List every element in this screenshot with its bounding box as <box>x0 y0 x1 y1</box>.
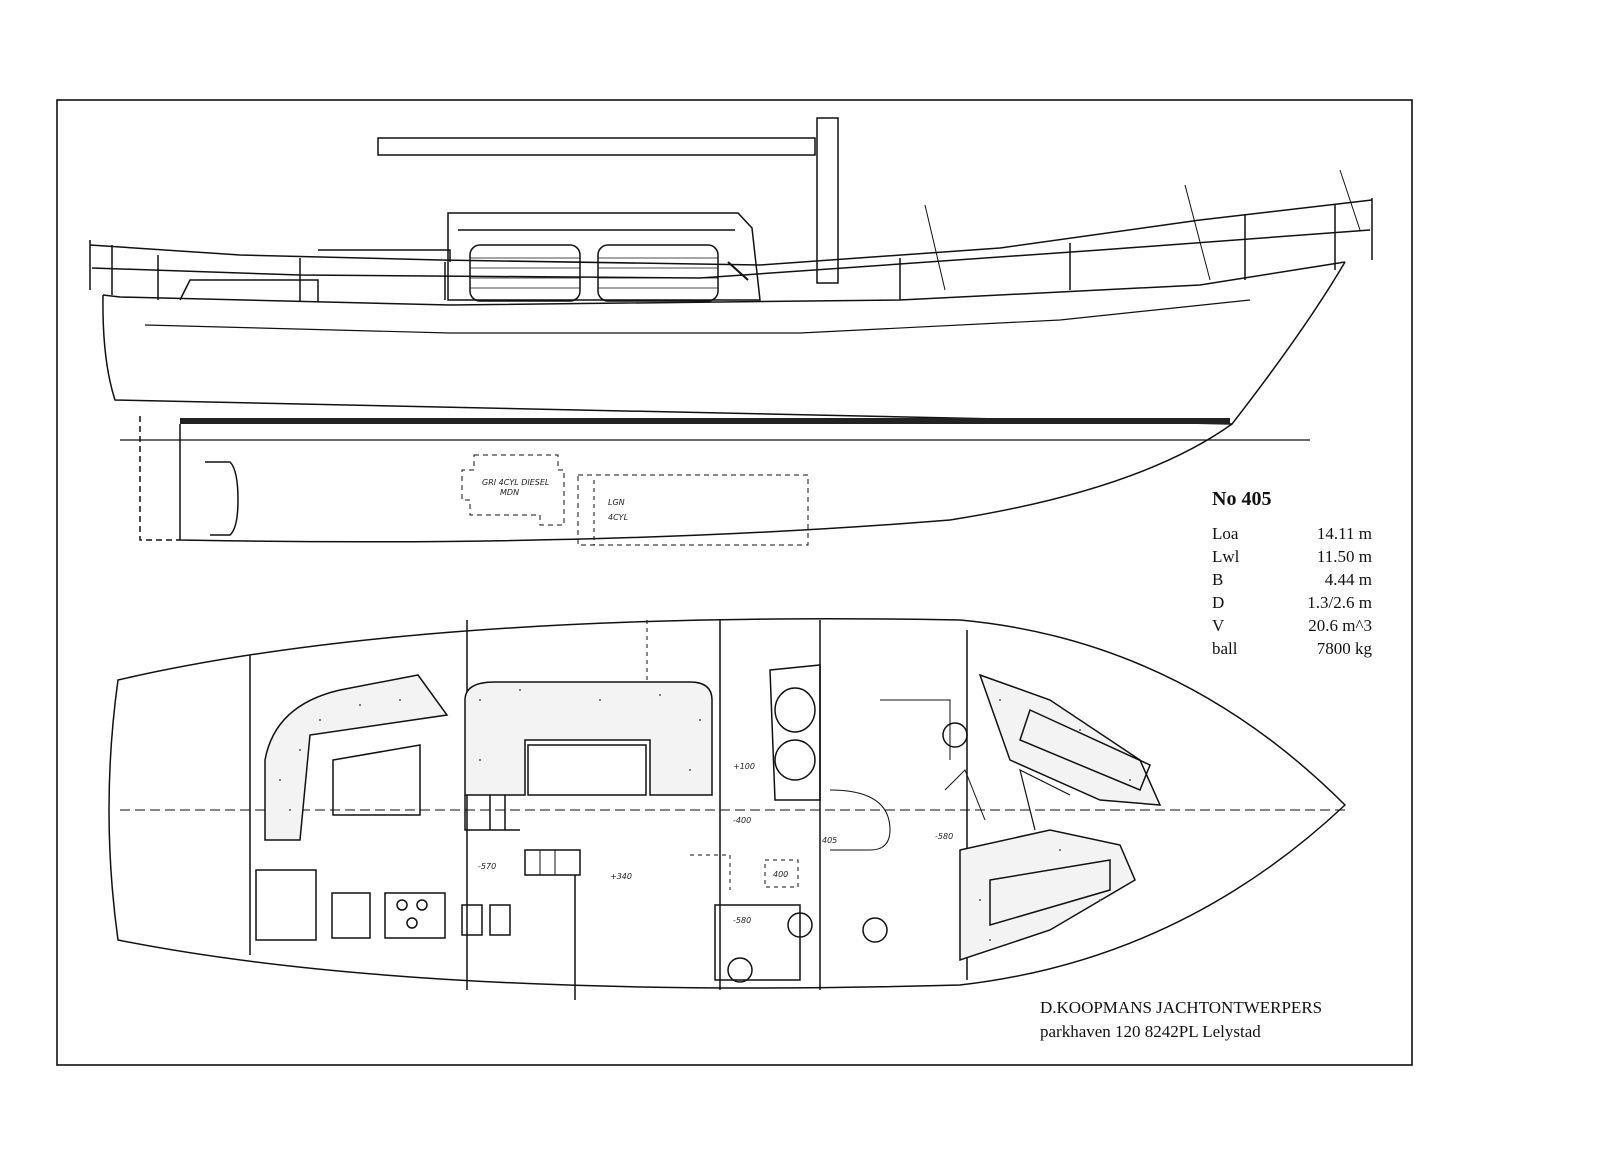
level-note-580b: -580 <box>935 832 954 841</box>
spec-row-beam: B 4.44 m <box>1212 570 1372 593</box>
tank-note-1: LGN <box>608 498 625 507</box>
designer-address: parkhaven 120 8242PL Lelystad <box>1040 1022 1261 1041</box>
spec-value: 4.44 m <box>1324 570 1372 589</box>
spec-row-lwl: Lwl 11.50 m <box>1212 547 1372 570</box>
spec-row-ballast: ball 7800 kg <box>1212 639 1372 662</box>
spec-value: 1.3/2.6 m <box>1307 593 1372 612</box>
spec-row-volume: V 20.6 m^3 <box>1212 616 1372 639</box>
level-note-405: 405 <box>822 836 838 845</box>
spec-value: 14.11 m <box>1316 524 1372 543</box>
spec-value: 20.6 m^3 <box>1308 616 1372 635</box>
tank-note-2: 4CYL <box>608 513 629 522</box>
level-note-340: +340 <box>610 872 632 881</box>
designer-name: D.KOOPMANS JACHTONTWERPERS <box>1040 998 1323 1017</box>
upholstery-texture <box>279 689 1131 941</box>
spec-label: B <box>1212 570 1224 589</box>
plan-view <box>108 618 1347 1000</box>
level-note-400b: 400 <box>773 870 789 879</box>
spec-value: 7800 kg <box>1316 639 1372 658</box>
spec-label: ball <box>1212 639 1238 658</box>
spec-label: Loa <box>1212 524 1239 543</box>
level-note-570: -570 <box>478 862 497 871</box>
engine-note: GRI 4CYL DIESEL <box>482 478 550 487</box>
spec-value: 11.50 m <box>1316 547 1372 566</box>
level-note-400: -400 <box>733 816 752 825</box>
side-profile <box>89 117 1373 546</box>
spec-row-loa: Loa 14.11 m <box>1212 524 1372 547</box>
level-note-100: +100 <box>733 762 755 771</box>
spec-label: D <box>1212 593 1225 612</box>
spec-label: V <box>1212 616 1225 635</box>
level-note-580: -580 <box>733 916 752 925</box>
drawing-frame <box>56 99 1413 1066</box>
spec-label: Lwl <box>1212 547 1240 566</box>
spec-row-draft: D 1.3/2.6 m <box>1212 593 1372 616</box>
engine-note-2: MDN <box>500 488 520 497</box>
design-number: No 405 <box>1212 488 1272 510</box>
